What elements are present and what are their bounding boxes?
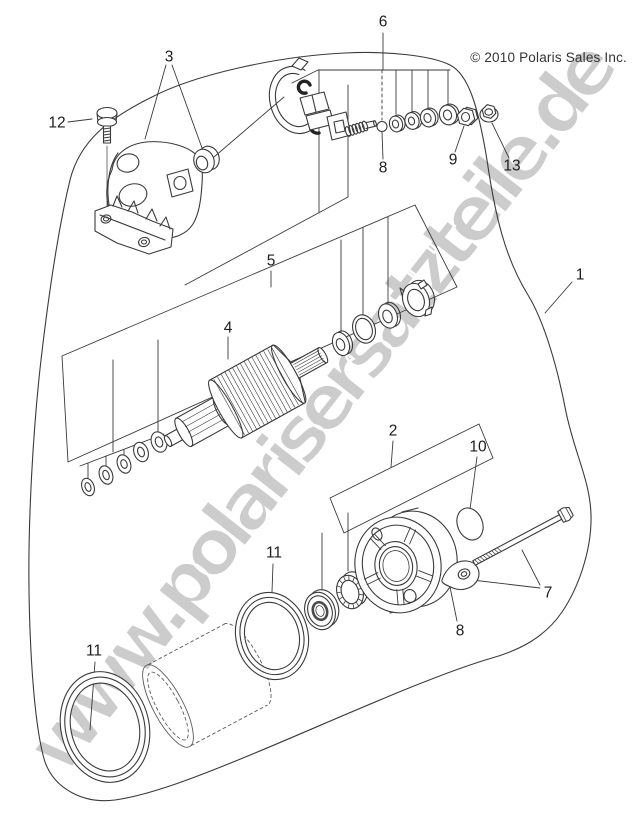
bracket-6 <box>291 32 451 121</box>
part-label-8-2: 8 <box>455 622 465 640</box>
part-label-5: 5 <box>266 252 276 270</box>
part-label-6: 6 <box>378 13 388 31</box>
part-label-2: 2 <box>388 422 398 440</box>
hex-nut <box>456 106 479 127</box>
part-label-8: 8 <box>378 159 388 177</box>
terminal-bolt-spring <box>326 111 377 141</box>
bushing <box>193 145 220 174</box>
drive-plate <box>441 560 480 591</box>
part-label-9: 9 <box>448 151 458 169</box>
assembly-boundary <box>28 51 592 802</box>
part-label-4: 4 <box>223 319 233 337</box>
mounting-bolt <box>96 106 118 144</box>
leader-lines <box>67 64 573 731</box>
part-label-11-2: 11 <box>265 544 283 562</box>
part-label-7: 7 <box>543 584 553 602</box>
through-bolt <box>472 506 574 566</box>
part-label-3: 3 <box>164 48 174 66</box>
brush-holder-assembly <box>268 57 335 135</box>
copyright-text: © 2010 Polaris Sales Inc. <box>470 50 627 65</box>
o-ring-left <box>59 671 151 783</box>
washer-stack <box>388 103 460 133</box>
shim-stack <box>81 431 168 497</box>
part-label-1: 1 <box>575 266 585 284</box>
armature <box>163 343 329 448</box>
steel-ball-top <box>376 120 388 133</box>
part-label-13: 13 <box>503 157 521 175</box>
gasket-oval <box>456 507 484 541</box>
end-cap <box>354 507 458 614</box>
o-ring-right <box>234 591 310 681</box>
part-label-10: 10 <box>469 438 487 456</box>
group-box-endcap <box>321 423 494 591</box>
thrust-washers <box>331 301 402 357</box>
starter-housing <box>94 141 203 255</box>
part-label-12: 12 <box>48 114 66 132</box>
ball-bearing <box>304 589 340 631</box>
flange-nut <box>479 104 499 123</box>
lock-plate <box>399 279 436 318</box>
group-box-armature <box>61 204 458 479</box>
yoke-phantom <box>142 623 272 748</box>
part-label-11: 11 <box>85 642 103 660</box>
